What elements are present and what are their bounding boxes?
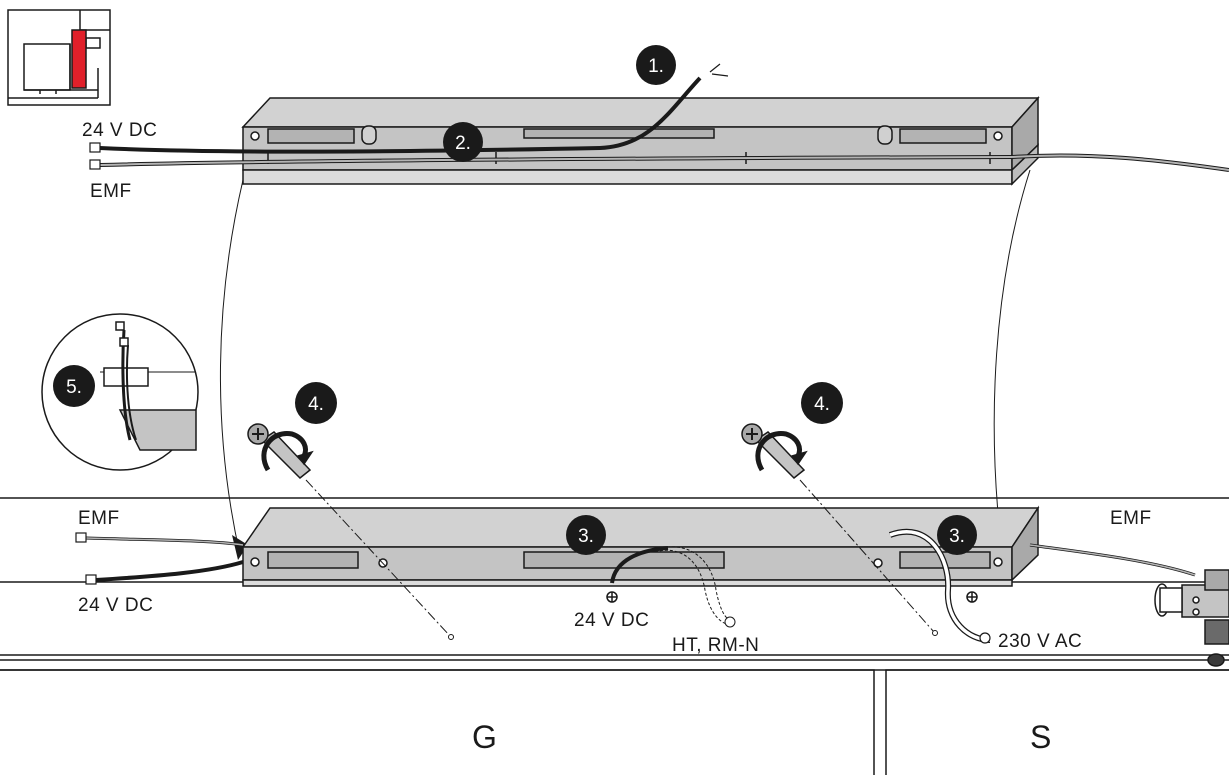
screw-guides: [305, 479, 935, 637]
screw-right-icon: [741, 423, 808, 480]
panel-s: S: [885, 669, 1229, 775]
label-top-emf: EMF: [90, 181, 132, 202]
step-3-left-label: 3.: [578, 526, 594, 547]
label-center-ht-rmn: HT, RM-N: [672, 635, 759, 656]
upper-cover: [241, 96, 1040, 186]
step-4-right-marker: 4.: [801, 382, 843, 424]
lower-cables: [75, 528, 1196, 644]
step-1-marker: 1.: [636, 45, 676, 85]
screw-left-icon: [247, 423, 314, 480]
label-bottom-left-24vdc: 24 V DC: [78, 595, 153, 616]
lower-base: [241, 505, 1040, 587]
transfer-arcs: [219, 169, 1031, 561]
step-5-label: 5.: [66, 377, 82, 398]
panel-g-label: G: [472, 719, 497, 755]
step-1-label: 1.: [648, 56, 664, 77]
drive-unit-icon: [1154, 569, 1229, 667]
label-right-emf: EMF: [1110, 508, 1152, 529]
ground-symbol-icon: [606, 591, 978, 603]
label-right-230vac: 230 V AC: [998, 631, 1082, 652]
step-4-right-label: 4.: [814, 394, 830, 415]
cable-clip-detail: [41, 313, 199, 471]
label-bottom-left-emf: EMF: [78, 508, 120, 529]
step-2-label: 2.: [455, 133, 471, 154]
panel-s-label: S: [1030, 719, 1051, 755]
step-4-left-label: 4.: [308, 394, 324, 415]
upper-cables: [89, 63, 1229, 172]
step-5-marker: 5.: [53, 365, 95, 407]
step-3-left-marker: 3.: [566, 515, 606, 555]
step-2-marker: 2.: [443, 122, 483, 162]
label-center-24vdc: 24 V DC: [574, 610, 649, 631]
step-4-left-marker: 4.: [295, 382, 337, 424]
step-3-right-label: 3.: [949, 526, 965, 547]
label-top-24vdc: 24 V DC: [82, 120, 157, 141]
step-3-right-marker: 3.: [937, 515, 977, 555]
panel-g: G: [0, 669, 875, 775]
arrow-left-icon: [232, 535, 248, 560]
profile-detail-icon: [7, 9, 111, 106]
